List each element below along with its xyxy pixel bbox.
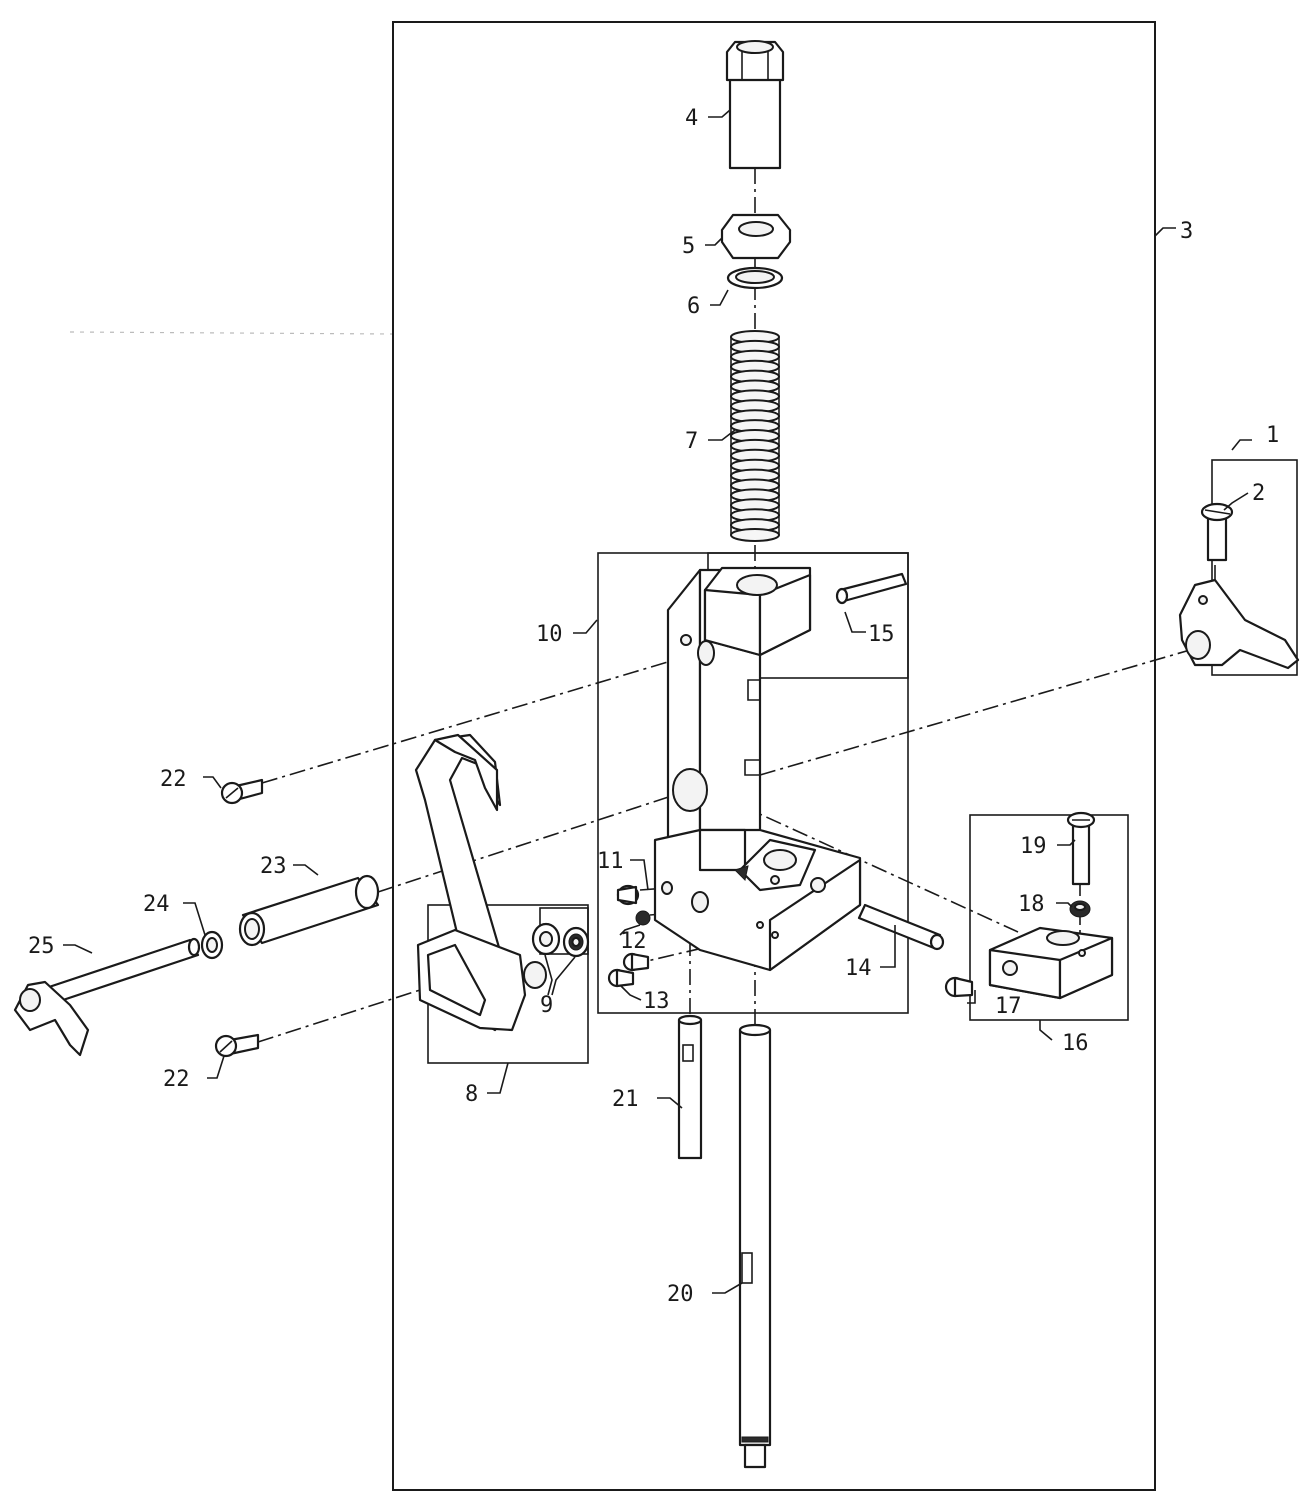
label-part-22-top: 22 — [160, 767, 187, 792]
label-part-18: 18 — [1018, 892, 1045, 917]
label-part-13: 13 — [643, 989, 670, 1014]
label-part-7: 7 — [685, 429, 698, 454]
part-5-hex-nut — [720, 213, 792, 260]
label-part-6: 6 — [687, 294, 700, 319]
axis-crank-1 — [759, 649, 1191, 776]
part-4-cap-nut — [725, 40, 785, 170]
part-7-spring — [730, 330, 780, 542]
part-16-block — [988, 926, 1114, 1000]
part-19-screw — [1066, 811, 1096, 886]
part-11-screw — [616, 884, 640, 906]
label-part-21: 21 — [612, 1087, 639, 1112]
part-6-washer — [726, 266, 784, 290]
part-2-screw — [1200, 502, 1234, 562]
label-part-14: 14 — [845, 956, 872, 981]
label-part-17: 17 — [995, 994, 1022, 1019]
scan-noise — [69, 331, 393, 335]
part-25-crank-shaft — [13, 937, 201, 1057]
part-12-nut — [635, 910, 651, 926]
spring-coil — [730, 528, 780, 542]
part-23-sleeve — [238, 874, 380, 947]
part-10-main-bracket — [653, 568, 862, 972]
label-part-11: 11 — [597, 849, 624, 874]
axis-block-16 — [739, 804, 1019, 933]
label-part-23: 23 — [260, 854, 287, 879]
part-22-screw-top — [220, 778, 264, 805]
assembly-frame — [392, 21, 1156, 1491]
label-part-5: 5 — [682, 234, 695, 259]
part-24-washer — [200, 930, 224, 960]
group-box-1 — [1211, 459, 1298, 676]
label-part-24: 24 — [143, 892, 170, 917]
part-21-pin — [677, 1014, 703, 1160]
part-18-nut — [1069, 900, 1091, 918]
label-part-8: 8 — [465, 1082, 478, 1107]
label-part-2: 2 — [1252, 481, 1265, 506]
part-15-pin — [835, 572, 908, 605]
label-part-12: 12 — [620, 929, 647, 954]
part-22-screw-bottom — [214, 1033, 260, 1058]
leader-lines — [63, 109, 1252, 1294]
label-part-15: 15 — [868, 622, 895, 647]
part-10-top-block — [703, 566, 812, 657]
label-part-10: 10 — [536, 622, 563, 647]
part-8-lever — [414, 733, 547, 1032]
part-1-crank-arm — [1178, 578, 1300, 670]
label-part-3: 3 — [1180, 219, 1193, 244]
label-part-20: 20 — [667, 1282, 694, 1307]
part-labels: 1 2 3 4 5 6 7 8 9 10 11 12 13 14 15 16 1… — [28, 106, 1279, 1307]
label-part-9: 9 — [540, 993, 553, 1018]
part-20-shaft — [738, 1023, 772, 1469]
group-box-16 — [969, 814, 1129, 1021]
label-part-25: 25 — [28, 934, 55, 959]
axis-screw-22-top — [261, 649, 709, 784]
part-13-screws — [607, 952, 650, 988]
label-part-4: 4 — [685, 106, 698, 131]
part-9-washers — [531, 922, 590, 958]
axis-pin-23 — [377, 789, 691, 893]
label-part-1: 1 — [1266, 423, 1279, 448]
axis-screw-22-bottom — [257, 989, 421, 1043]
part-14-pin — [857, 903, 945, 951]
label-part-16: 16 — [1062, 1031, 1089, 1056]
part-17-screw — [944, 976, 974, 998]
label-part-22-bottom: 22 — [163, 1067, 190, 1092]
label-part-19: 19 — [1020, 834, 1047, 859]
